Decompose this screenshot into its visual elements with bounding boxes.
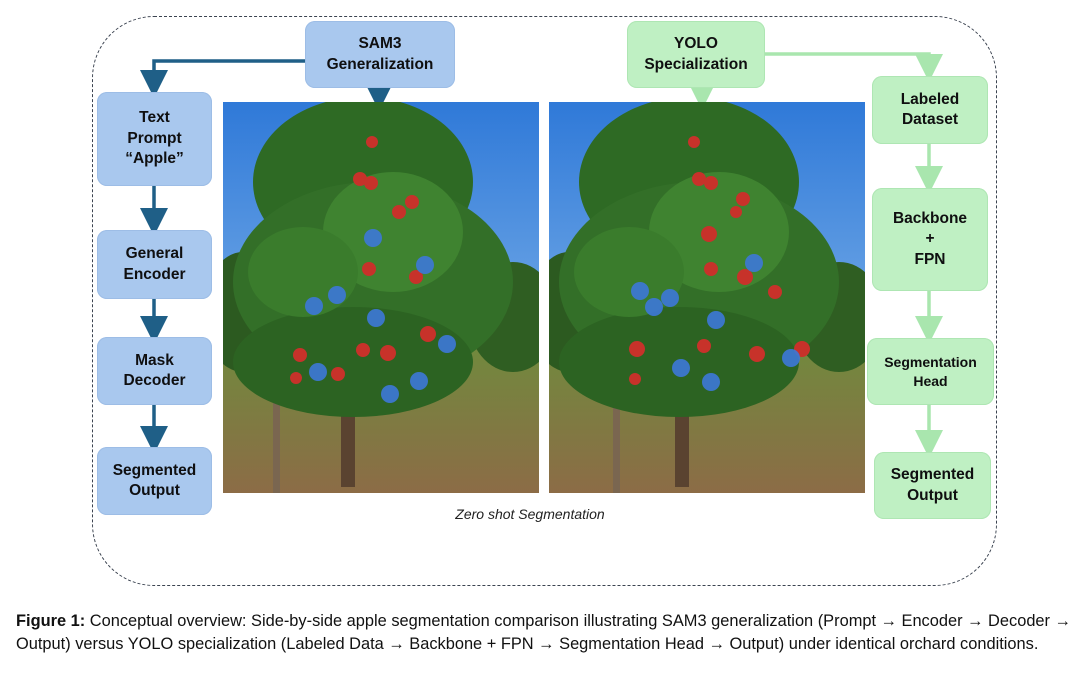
labeled-dataset-box: Labeled Dataset xyxy=(872,76,988,144)
zero-shot-label: Zero shot Segmentation xyxy=(455,506,605,522)
mask-decoder-box: Mask Decoder xyxy=(97,337,212,405)
blue-masks xyxy=(631,254,800,391)
arrow-yolo-to-dataset xyxy=(765,52,943,82)
red-apples xyxy=(629,136,810,385)
caption-label: Figure 1: xyxy=(16,612,86,630)
general-encoder-box: General Encoder xyxy=(97,230,212,299)
dashed-frame xyxy=(92,16,997,586)
blue-masks xyxy=(305,229,456,403)
arrow-sam3-to-prompt xyxy=(140,59,305,98)
segmented-output-box-sam3: Segmented Output xyxy=(97,447,212,515)
segmentation-head-box: Segmentation Head xyxy=(867,338,994,405)
red-apples xyxy=(290,136,436,384)
figure-caption: Figure 1: Conceptual overview: Side-by-s… xyxy=(16,610,1072,655)
orchard-photo-sam3 xyxy=(223,102,539,493)
caption-text: Conceptual overview: Side-by-side apple … xyxy=(16,612,1071,653)
backbone-fpn-box: Backbone + FPN xyxy=(872,188,988,291)
sam3-generalization-box: SAM3 Generalization xyxy=(305,21,455,88)
yolo-specialization-box: YOLO Specialization xyxy=(627,21,765,88)
orchard-photo-yolo xyxy=(549,102,865,493)
text-prompt-box: Text Prompt “Apple” xyxy=(97,92,212,186)
segmented-output-box-yolo: Segmented Output xyxy=(874,452,991,519)
